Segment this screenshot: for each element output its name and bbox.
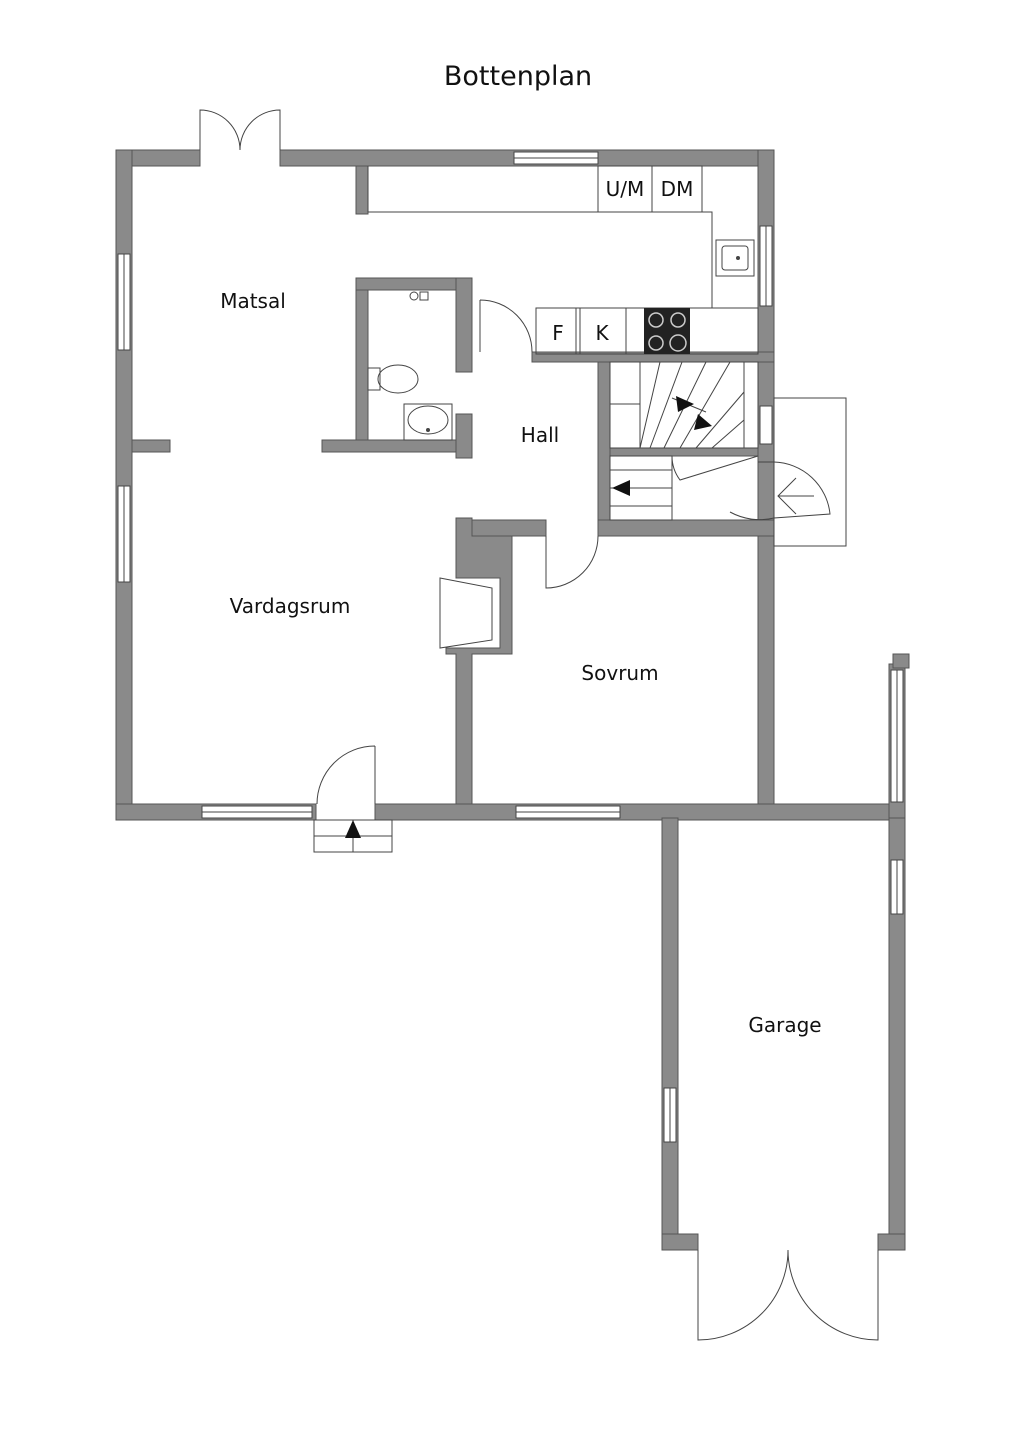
interior-walls [131,165,775,805]
outer-walls [115,149,906,821]
washbasin-icon [403,403,453,441]
fireplace [439,577,493,649]
plan-title: Bottenplan [444,61,592,92]
room-label-matsal: Matsal [220,289,286,313]
toilet-icon [367,364,419,394]
stove-icon [644,308,690,354]
room-label-vardagsrum: Vardagsrum [230,594,351,618]
doors [199,109,847,853]
room-label-garage: Garage [748,1013,821,1037]
dishwasher-um-label: U/M [606,177,645,201]
dishwasher-dm-label: DM [661,177,694,201]
wc [367,291,453,441]
faucet-icon [409,291,429,301]
room-label-hall: Hall [521,423,559,447]
room-label-sovrum: Sovrum [581,661,658,685]
stairs [609,361,759,521]
garage-walls [661,653,910,1341]
sink-icon [736,256,740,260]
windows [117,151,773,819]
fridge-label: F [552,321,564,345]
freezer-label: K [595,321,609,345]
kitchen: U/M DM F K [367,165,759,355]
